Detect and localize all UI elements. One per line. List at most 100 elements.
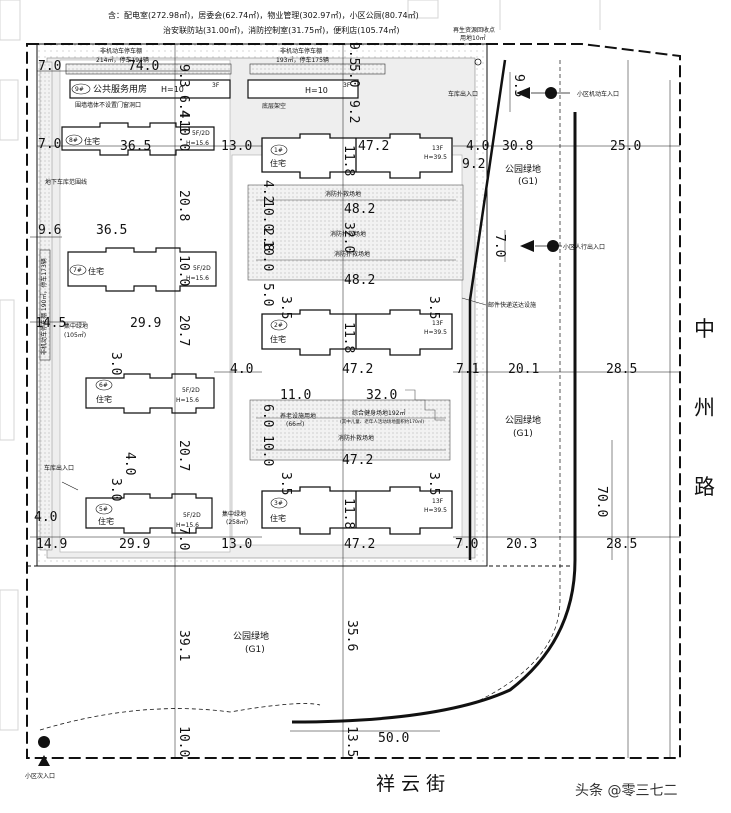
- dim-4-2: 4.2: [260, 180, 275, 203]
- building-5-floors: 5F/2D: [183, 512, 201, 519]
- green-concentrated-label: 集中绿地: [64, 322, 88, 330]
- dim-48-2-b: 48.2: [344, 273, 375, 288]
- dim-29-9-a: 29.9: [130, 316, 161, 331]
- dim-48-2-a: 48.2: [344, 202, 375, 217]
- dim-30-8: 30.8: [502, 139, 533, 154]
- dim-10-0-c: 10.0: [260, 240, 275, 271]
- dim-20-8: 20.8: [176, 190, 191, 221]
- road-east-char-2: 州: [694, 396, 715, 420]
- dim-9-5-entry: 9.5: [511, 74, 526, 97]
- fire-lane-label-4: 消防扑救场地: [338, 434, 374, 442]
- dim-2-8: 2.8: [260, 228, 275, 251]
- dim-20-7-a: 20.7: [176, 315, 191, 346]
- dim-28-5-a: 28.5: [606, 362, 637, 377]
- dim-36-5-b: 36.5: [96, 223, 127, 238]
- building-1-height: H=39.5: [424, 154, 447, 161]
- green-area-label: (105㎡): [64, 331, 86, 339]
- building-8-height: H=15.6: [186, 140, 209, 147]
- building-6: 6# 住宅 5F/2D H=15.6: [85, 373, 215, 414]
- dim-5-0-top: 5.0: [346, 64, 361, 87]
- building-1-num: 1#: [274, 147, 283, 154]
- dim-47-2-b: 47.2: [342, 362, 373, 377]
- bike-shed-1-line1: 非机动车停车棚: [100, 47, 142, 55]
- dim-14-5: 14.5: [35, 316, 66, 331]
- dim-7-0-e: 7.0: [455, 537, 478, 552]
- dim-3-5-b: 3.5: [426, 296, 441, 319]
- dim-47-2-d: 47.2: [344, 537, 375, 552]
- building-3-height: H=39.5: [424, 507, 447, 514]
- dim-32-0-a: 32.0: [341, 222, 356, 253]
- road-south: 祥 云 街: [376, 773, 445, 795]
- dim-13-5: 13.5: [344, 726, 359, 757]
- dim-11-8-a: 11.8: [341, 145, 356, 176]
- dim-20-1: 20.1: [508, 362, 539, 377]
- building-1: 1# 住宅 13F H=39.5: [261, 133, 453, 179]
- park-mid-code: (G1): [513, 429, 533, 439]
- road-east-char-1: 中: [694, 317, 715, 341]
- dim-39-1: 39.1: [176, 630, 191, 661]
- building-1-name: 住宅: [270, 158, 286, 168]
- building-7: 7# 住宅 5F/2D H=15.6: [67, 247, 217, 292]
- context-background: [0, 0, 601, 731]
- dim-36-5-a: 36.5: [120, 139, 151, 154]
- dim-9-6: 9.6: [38, 223, 61, 238]
- building-2: 2# 住宅 13F H=39.5: [261, 309, 453, 356]
- dim-20-7-b: 20.7: [176, 440, 191, 471]
- fire-lane-label-2: 消防扑救场地: [330, 230, 366, 238]
- dim-4-0-a: 4.0: [466, 139, 489, 154]
- secondary-entry-label: 小区次入口: [25, 772, 55, 780]
- vehicle-entry-icon: [516, 87, 570, 99]
- dim-47-2-a: 47.2: [358, 139, 389, 154]
- delivery-label: 邮件快递送达设施: [488, 301, 536, 309]
- dim-3-5-c: 3.5: [278, 472, 293, 495]
- road-east-char-3: 路: [694, 475, 715, 499]
- dim-32-0-b: 32.0: [366, 388, 397, 403]
- dim-5-0-b: 5.0: [260, 283, 275, 306]
- entrances: 车库出入口 车库出入口 小区机动车入口 小区人行出入口 小区次入口: [25, 87, 619, 780]
- garage-entry-top-label: 车库出入口: [448, 90, 478, 98]
- recycle-note-1: 再生资源回收点: [453, 26, 495, 34]
- dim-10-0-b: 10.0: [260, 200, 275, 231]
- dim-9-2-top: 9.2: [346, 100, 361, 123]
- header-notes: 含：配电室(272.98㎡)，居委会(62.74㎡)，物业管理(302.97㎡)…: [108, 10, 495, 66]
- fence-note: 围墙墙体不设置门窗洞口: [75, 101, 141, 109]
- building-6-name: 住宅: [96, 394, 112, 404]
- dim-10-0-d: 10.0: [176, 255, 191, 286]
- dim-25-0: 25.0: [610, 139, 641, 154]
- dim-9-5-top: 9.5: [346, 42, 361, 65]
- pedestrian-entry-icon: [520, 240, 562, 252]
- dim-3-0-b: 3.0: [108, 478, 123, 501]
- fitness-label: 综合健身场地192㎡: [352, 409, 405, 417]
- dim-7-1: 7.1: [456, 362, 479, 377]
- building-5-height: H=15.6: [176, 522, 199, 529]
- dim-4-0-d: 4.0: [34, 510, 57, 525]
- park-bottom-label: 公园绿地: [233, 630, 269, 642]
- dim-10-0-f: 10.0: [176, 726, 191, 757]
- road-labels: 中 州 路 祥 云 街: [376, 317, 715, 795]
- recycle-point-icon: [474, 58, 482, 66]
- dim-10-0-e: 10.0: [260, 435, 275, 466]
- dim-11-0: 11.0: [280, 388, 311, 403]
- fitness-sub-label: (其中儿童、老年人活动场地面积约170㎡): [340, 418, 424, 425]
- bike-shed-2-line1: 非机动车停车棚: [280, 47, 322, 55]
- building-6-height: H=15.6: [176, 397, 199, 404]
- dim-11-8-b: 11.8: [341, 322, 356, 353]
- building-6-floors: 5F/2D: [182, 387, 200, 394]
- dim-6-0: 6.0: [260, 404, 275, 427]
- building-9b-floors: 3F: [343, 82, 351, 89]
- bike-sheds: 非机动车停车棚 214㎡，停车194辆 非机动车停车棚 193㎡，停车175辆 …: [39, 47, 386, 361]
- dim-9-2-b: 9.2: [462, 157, 485, 172]
- dim-47-2-c: 47.2: [342, 453, 373, 468]
- building-9b-height: H=10: [305, 86, 328, 95]
- building-5-num: 5#: [99, 506, 108, 513]
- building-2-name: 住宅: [270, 334, 286, 344]
- fire-lane-label-3: 消防扑救场地: [334, 250, 370, 258]
- building-8-num: 8#: [69, 137, 78, 144]
- park-bottom-code: (G1): [245, 645, 265, 655]
- building-3-name: 住宅: [270, 513, 286, 523]
- building-7-num: 7#: [73, 267, 82, 274]
- building-7-height: H=15.6: [186, 275, 209, 282]
- building-9-name: 公共服务用房: [93, 83, 147, 95]
- building-1-floors: 13F: [432, 145, 444, 152]
